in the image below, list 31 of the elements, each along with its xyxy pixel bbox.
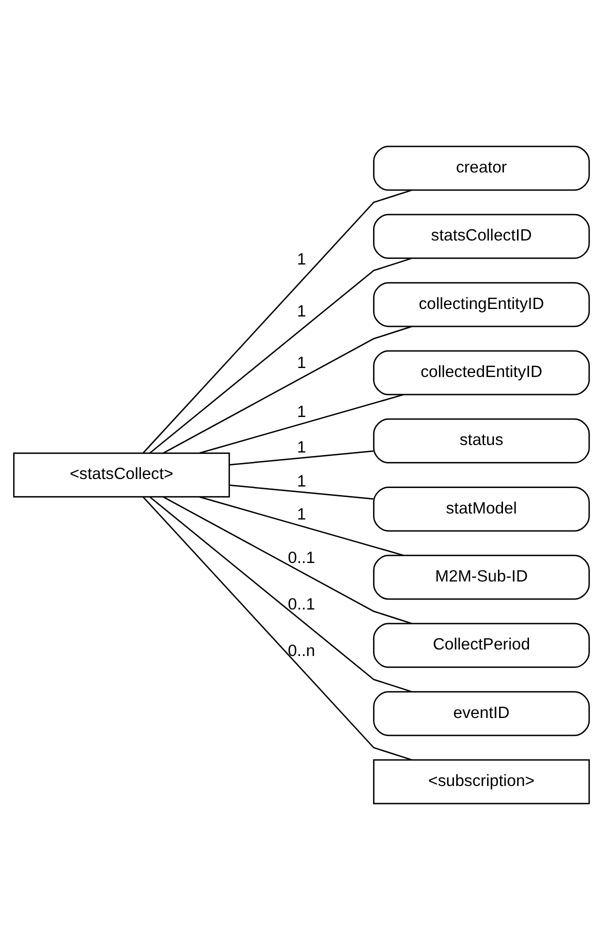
connector	[199, 496, 404, 556]
node-box: collectingEntityID	[373, 282, 590, 327]
node-box: collectedEntityID	[373, 350, 590, 395]
node-box: M2M-Sub-ID	[373, 554, 590, 600]
connector	[149, 496, 412, 692]
node-box: CollectPeriod	[373, 622, 590, 668]
connector	[230, 484, 374, 500]
node-box: <statsCollect>	[13, 452, 230, 497]
connector	[162, 325, 412, 454]
node-box: <subscription>	[373, 758, 590, 804]
edge-label: 1	[296, 472, 306, 490]
node-box: statsCollectID	[373, 213, 590, 258]
connector	[142, 189, 412, 454]
connector	[230, 450, 374, 465]
edge-label: 1	[296, 302, 306, 320]
connector	[199, 394, 404, 454]
edge-label: 1	[296, 402, 306, 421]
edge-label: 0..n	[288, 641, 316, 660]
node-box: status	[373, 418, 590, 463]
node-box: statModel	[373, 486, 590, 532]
connector	[162, 496, 412, 624]
node-box: creator	[373, 145, 590, 190]
edge-label: 1	[296, 504, 306, 523]
edge-label: 1	[296, 250, 306, 268]
node-box: eventID	[373, 690, 590, 736]
edge-label: 1	[296, 354, 306, 372]
edge-label: 0..1	[288, 548, 316, 567]
edge-label: 0..1	[288, 594, 316, 613]
connector	[142, 496, 412, 760]
edge-label: 1	[296, 438, 306, 456]
connector	[149, 257, 412, 454]
